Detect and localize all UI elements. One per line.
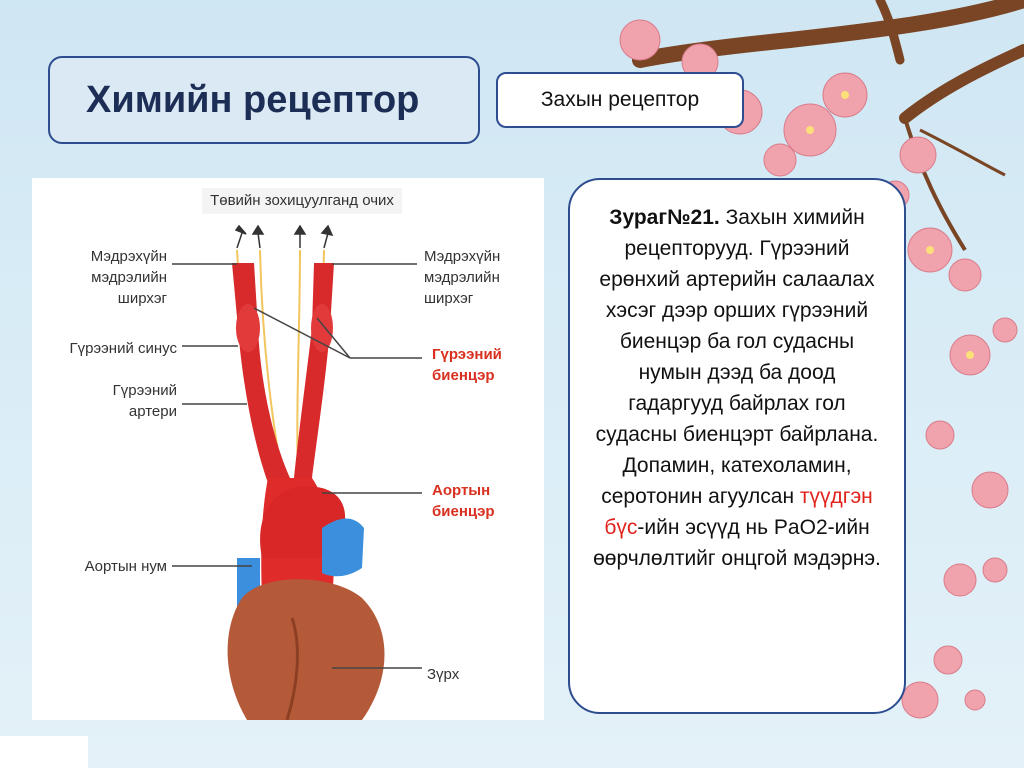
label-line: мэдрэлийн — [424, 269, 500, 286]
subtitle-box: Захын рецептор — [496, 72, 744, 128]
title-box: Химийн рецептор — [48, 56, 480, 144]
figure-label: Зураг№21. — [609, 206, 720, 229]
label-line: Гүрээний — [112, 382, 177, 399]
label-line: Мэдрэхүйн — [90, 248, 167, 265]
label-sensory-nerve-fiber-left: Мэдрэхүйн мэдрэлийн ширхэг — [42, 246, 167, 309]
label-carotid-sinus: Гүрээний синус — [69, 340, 177, 357]
label-line: ширхэг — [424, 290, 474, 307]
corner-patch — [0, 736, 88, 768]
label-line: Мэдрэхүйн — [424, 248, 501, 265]
label-line: биенцэр — [432, 503, 495, 520]
label-line: ширхэг — [117, 290, 167, 307]
top-caption: Төвийн зохицуулганд очих — [202, 188, 402, 214]
label-line: артери — [128, 403, 177, 420]
page-title: Химийн рецептор — [86, 78, 420, 121]
description-highlight: түүдгэн бүс — [604, 485, 873, 539]
description-text-2: -ийн эсүүд нь PaO2-ийн өөрчлөлтийг онцго… — [593, 516, 881, 570]
label-line: Аортын — [432, 482, 491, 499]
label-heart: Зүрх — [427, 666, 460, 683]
label-aortic-body: Аортын биенцэр — [432, 480, 540, 522]
description-text-1: Захын химийн рецепторууд. Гүрээний ерөнх… — [595, 206, 879, 508]
label-aortic-arch: Аортын нум — [84, 558, 167, 575]
description-box: Зураг№21. Захын химийн рецепторууд. Гүрэ… — [568, 178, 906, 714]
label-line: Гүрээний — [432, 346, 502, 363]
label-carotid-body: Гүрээний биенцэр — [432, 344, 540, 386]
page-subtitle: Захын рецептор — [540, 88, 700, 111]
label-line: биенцэр — [432, 367, 495, 384]
anatomy-diagram: Төвийн зохицуулганд очих Мэдрэхүйн мэдрэ… — [32, 178, 544, 720]
label-sensory-nerve-fiber-right: Мэдрэхүйн мэдрэлийн ширхэг — [424, 246, 539, 309]
label-line: мэдрэлийн — [91, 269, 167, 286]
label-carotid-artery: Гүрээний артери — [62, 380, 177, 422]
heart-vessels-illustration — [172, 224, 422, 720]
